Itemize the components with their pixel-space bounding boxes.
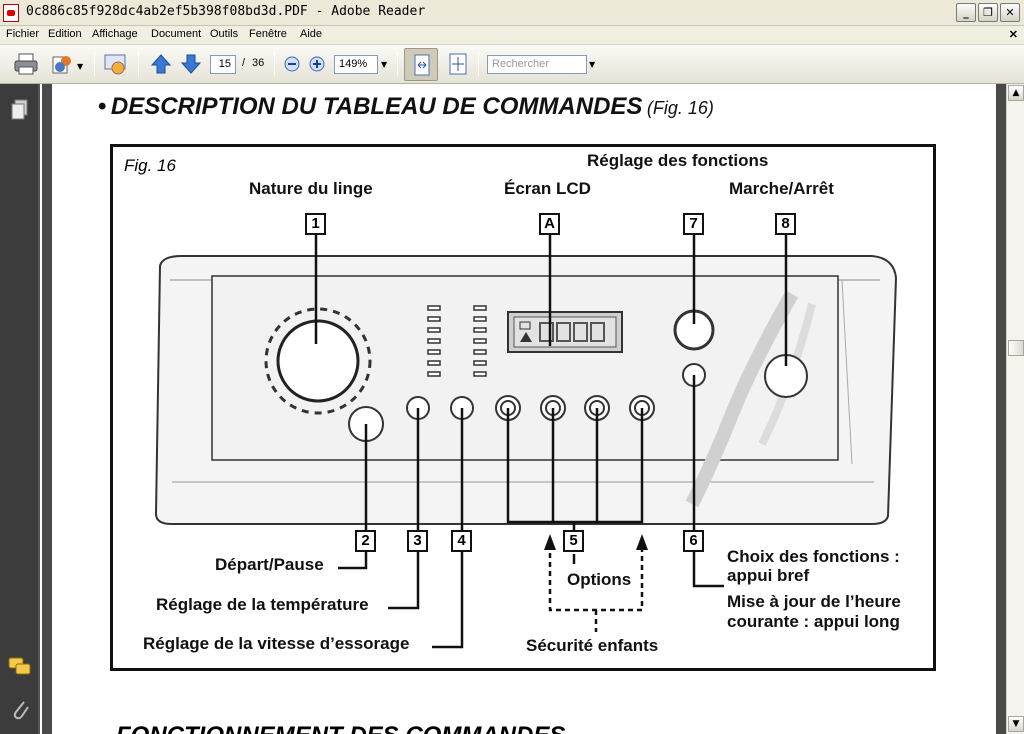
email-icon[interactable] [102, 51, 130, 77]
vertical-scrollbar[interactable]: ▲ ▼ [1006, 84, 1024, 734]
document-close-icon[interactable]: ✕ [1008, 29, 1018, 41]
heading-figure-ref: (Fig. 16) [646, 98, 714, 118]
marker-7: 7 [683, 213, 704, 235]
collaborate-icon[interactable] [50, 51, 74, 77]
label-temperature: Réglage de la température [156, 595, 369, 614]
navigation-pane [0, 84, 40, 734]
label-choix-fonctions: Choix des fonctions : [727, 547, 900, 566]
minimize-button[interactable]: _ [956, 3, 976, 22]
search-options-icon[interactable]: ▼ [589, 60, 596, 69]
search-input[interactable]: Rechercher [487, 55, 587, 74]
menu-affichage[interactable]: Affichage [92, 28, 138, 40]
label-marche-arret: Marche/Arrêt [729, 179, 834, 198]
marker-4: 4 [451, 530, 472, 552]
zoom-level-input[interactable]: 149% [334, 55, 378, 74]
page-separator: / [242, 57, 246, 69]
heading-bullet: • [98, 93, 107, 120]
marker-6: 6 [683, 530, 704, 552]
marker-1: 1 [305, 213, 326, 235]
toolbar: ▼ 15 / 36 149% ▼ Rechercher ▼ [0, 45, 1024, 84]
label-mise-a-jour: Mise à jour de l’heure [727, 592, 901, 611]
fit-page-button[interactable] [404, 48, 438, 81]
menu-document[interactable]: Document [151, 28, 202, 40]
pages-panel-icon[interactable] [9, 98, 31, 122]
previous-page-icon[interactable] [150, 51, 172, 77]
fit-width-icon[interactable] [446, 51, 470, 77]
label-appui-long: courante : appui long [727, 612, 900, 631]
fit-page-icon [414, 54, 430, 76]
scroll-thumb[interactable] [1008, 340, 1024, 356]
marker-2: 2 [355, 530, 376, 552]
menu-fichier[interactable]: Fichier [6, 28, 40, 40]
comments-panel-icon[interactable] [8, 657, 32, 677]
page-number-input[interactable]: 15 [210, 55, 236, 74]
title-bar: 0c886c85f928dc4ab2ef5b398f08bd3d.PDF - A… [0, 0, 1024, 26]
label-vitesse-essorage: Réglage de la vitesse d’essorage [143, 634, 410, 653]
close-button[interactable]: ✕ [1000, 3, 1020, 22]
chevron-down-icon[interactable]: ▼ [77, 62, 84, 71]
pdf-file-icon [3, 4, 19, 22]
document-area: • DESCRIPTION DU TABLEAU DE COMMANDES (F… [42, 84, 1006, 734]
label-reglage-fonctions: Réglage des fonctions [587, 151, 769, 170]
marker-5: 5 [563, 530, 584, 552]
control-panel-illustration [154, 232, 898, 649]
heading-text: DESCRIPTION DU TABLEAU DE COMMANDES [110, 93, 643, 120]
scroll-down-icon[interactable]: ▼ [1008, 716, 1024, 732]
menu-edition[interactable]: Edition [48, 28, 82, 40]
label-securite-enfants: Sécurité enfants [526, 636, 659, 655]
marker-8: 8 [775, 213, 796, 235]
marker-3: 3 [407, 530, 428, 552]
label-depart-pause: Départ/Pause [215, 555, 324, 574]
pdf-page: • DESCRIPTION DU TABLEAU DE COMMANDES (F… [52, 84, 996, 734]
menu-bar: Fichier Edition Affichage Document Outil… [0, 26, 1024, 45]
next-section-heading: FONCTIONNEMENT DES COMMANDES [116, 722, 565, 734]
figure-frame [110, 144, 936, 671]
window-title: 0c886c85f928dc4ab2ef5b398f08bd3d.PDF - A… [26, 4, 426, 19]
section-heading: • DESCRIPTION DU TABLEAU DE COMMANDES (F… [98, 93, 714, 121]
menu-outils[interactable]: Outils [210, 28, 239, 40]
scroll-up-icon[interactable]: ▲ [1008, 85, 1024, 101]
zoom-dropdown-icon[interactable]: ▼ [381, 60, 388, 69]
label-nature-linge: Nature du linge [249, 179, 373, 198]
page-total: 36 [252, 57, 265, 69]
label-appui-bref: appui bref [727, 566, 810, 585]
print-icon[interactable] [12, 51, 40, 77]
label-options: Options [567, 570, 632, 589]
marker-a: A [539, 213, 560, 235]
menu-aide[interactable]: Aide [300, 28, 323, 40]
figure-label: Fig. 16 [124, 156, 176, 175]
next-page-icon[interactable] [180, 51, 202, 77]
maximize-button[interactable]: ❐ [978, 3, 998, 22]
menu-fenetre[interactable]: Fenêtre [249, 28, 287, 40]
zoom-out-icon[interactable] [283, 55, 301, 73]
zoom-in-icon[interactable] [308, 55, 326, 73]
label-ecran-lcd: Écran LCD [504, 179, 591, 198]
attachments-paperclip-icon[interactable] [10, 697, 30, 721]
